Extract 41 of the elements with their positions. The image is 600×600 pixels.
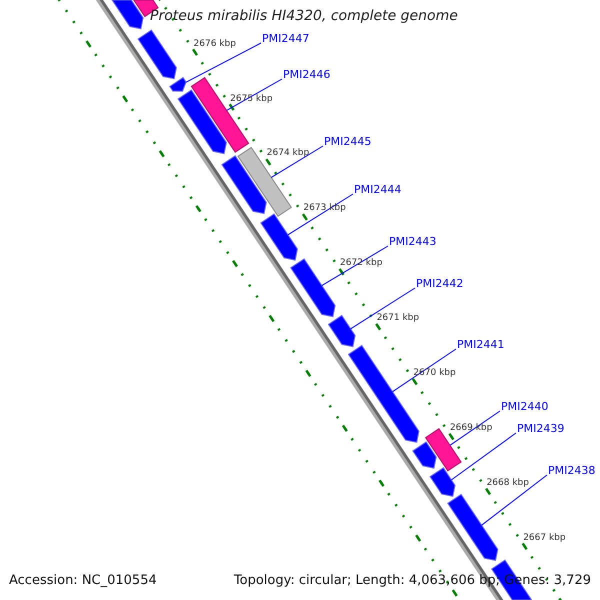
gene-feature bbox=[328, 314, 356, 348]
gene-feature bbox=[221, 155, 267, 214]
gene-feature bbox=[290, 258, 336, 318]
gene-label: PMI2444 bbox=[354, 183, 402, 196]
scale-label: 2671 kbp bbox=[376, 313, 420, 324]
gene-feature bbox=[111, 0, 144, 30]
leader-line bbox=[270, 146, 324, 178]
gene-label: PMI2442 bbox=[416, 277, 464, 290]
gene-feature bbox=[447, 494, 498, 561]
gene-label: PMI2438 bbox=[548, 464, 596, 477]
scale-label: 2676 kbp bbox=[194, 38, 236, 49]
leader-line bbox=[392, 348, 456, 392]
gene-label: PMI2441 bbox=[457, 338, 504, 351]
accession-text: Accession: NC_010554 bbox=[9, 573, 157, 588]
scale-label: 2673 kbp bbox=[303, 203, 346, 214]
gene-feature bbox=[177, 89, 227, 154]
gene-label: PMI2439 bbox=[517, 422, 564, 435]
gene-feature bbox=[169, 76, 187, 92]
scale-label: 2668 kbp bbox=[486, 478, 529, 488]
gene-label: PMI2447 bbox=[262, 32, 310, 45]
gene-label: PMI2443 bbox=[389, 235, 436, 248]
leader-line bbox=[186, 42, 262, 83]
gene-feature bbox=[137, 29, 177, 80]
leader-line bbox=[481, 474, 548, 526]
leader-line bbox=[450, 410, 500, 446]
leader-line bbox=[321, 246, 388, 286]
gene-feature bbox=[260, 213, 298, 261]
leader-line bbox=[226, 78, 282, 111]
leader-line bbox=[287, 194, 354, 236]
scale-label: 2669 kbp bbox=[450, 422, 492, 433]
gene-label: PMI2445 bbox=[324, 135, 372, 148]
gene-feature bbox=[237, 146, 292, 217]
leader-line bbox=[350, 288, 416, 330]
map-title: Proteus mirabilis HI4320, complete genome bbox=[150, 8, 458, 24]
gene-feature bbox=[429, 467, 456, 497]
gene-label: PMI2440 bbox=[501, 400, 548, 413]
leader-line bbox=[450, 432, 516, 480]
scale-label: 2667 kbp bbox=[523, 532, 566, 543]
gene-label: PMI2446 bbox=[283, 68, 330, 81]
scale-label: 2674 kbp bbox=[266, 148, 310, 158]
gene-feature bbox=[412, 441, 437, 469]
